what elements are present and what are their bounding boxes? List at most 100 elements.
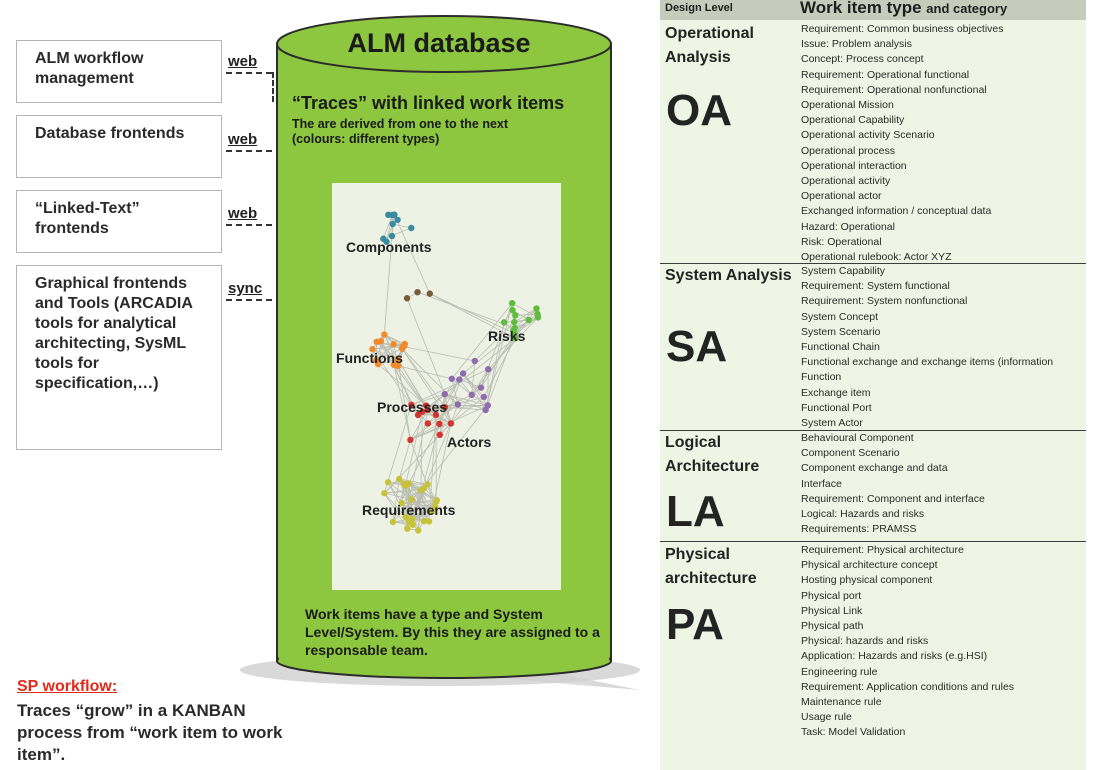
graph-node bbox=[420, 518, 428, 525]
section-divider bbox=[660, 430, 1086, 431]
graph-node bbox=[398, 499, 405, 507]
work-item-type: System Actor bbox=[801, 417, 863, 430]
header-work-item-type: Work item type and category bbox=[800, 0, 1007, 18]
graph-node bbox=[533, 305, 540, 312]
graph-edge bbox=[394, 214, 431, 294]
graph-edge bbox=[393, 364, 411, 440]
work-item-type: Operational activity bbox=[801, 175, 891, 188]
connector-line bbox=[226, 224, 272, 226]
graph-edge bbox=[372, 348, 398, 360]
work-item-type: Behavioural Component bbox=[801, 432, 914, 444]
work-item-type: Functional Chain bbox=[801, 341, 880, 354]
graph-node bbox=[432, 411, 440, 419]
graph-node bbox=[500, 319, 508, 326]
box-label: “Linked-Text” frontends bbox=[35, 200, 140, 237]
graph-node bbox=[385, 211, 392, 219]
graph-node bbox=[389, 518, 397, 526]
graph-edge bbox=[383, 492, 408, 529]
graph-node bbox=[408, 401, 415, 409]
graph-edge bbox=[480, 369, 489, 388]
graph-edge bbox=[406, 298, 446, 395]
graph-edge bbox=[444, 406, 486, 411]
graph-node bbox=[389, 220, 396, 228]
cylinder-top bbox=[276, 15, 612, 73]
graph-node bbox=[381, 489, 388, 497]
level-name: Logical Architecture bbox=[665, 434, 760, 475]
graph-edge bbox=[485, 322, 505, 411]
work-item-type: Physical port bbox=[801, 589, 862, 602]
work-item-type: Concept: Process concept bbox=[801, 53, 924, 66]
graph-edge bbox=[487, 317, 539, 370]
graph-edge bbox=[511, 302, 539, 318]
graph-node bbox=[369, 345, 376, 353]
graph-node bbox=[525, 316, 532, 324]
graph-edge bbox=[429, 293, 516, 339]
connector-web-2: web bbox=[228, 131, 258, 148]
graph-edge bbox=[420, 411, 423, 491]
graph-node bbox=[508, 299, 516, 307]
graph-node bbox=[482, 406, 489, 414]
section-divider bbox=[660, 263, 1086, 264]
graph-node bbox=[447, 420, 455, 427]
graph-node bbox=[373, 338, 380, 346]
graph-node bbox=[402, 513, 409, 521]
work-item-type: Interface bbox=[801, 477, 842, 490]
graph-edge bbox=[411, 404, 452, 424]
graph-edge bbox=[408, 423, 440, 484]
graph-label-components: Components bbox=[346, 239, 432, 255]
graph-node bbox=[456, 376, 463, 383]
graph-node bbox=[381, 331, 388, 338]
graph-edge bbox=[393, 364, 412, 405]
graph-node bbox=[432, 503, 439, 510]
graph-node bbox=[396, 475, 403, 483]
work-item-type: Requirement: Physical architecture bbox=[801, 544, 964, 556]
work-item-type: Hazard: Operational bbox=[801, 220, 895, 233]
graph-node bbox=[414, 288, 421, 296]
graph-node bbox=[441, 404, 449, 411]
graph-node bbox=[477, 384, 485, 391]
work-item-type: Maintenance rule bbox=[801, 696, 882, 709]
work-item-type: Engineering rule bbox=[801, 665, 878, 678]
graph-edge bbox=[403, 346, 475, 362]
graph-edge bbox=[399, 478, 428, 485]
work-item-type: Requirements: PRAMSS bbox=[801, 523, 917, 536]
graph-edge bbox=[383, 404, 412, 494]
graph-node bbox=[534, 314, 542, 321]
box-alm-workflow: ALM workflow management bbox=[16, 40, 222, 103]
graph-edge bbox=[431, 423, 452, 512]
work-item-type: Requirement: Common business objectives bbox=[801, 23, 1004, 35]
level-name: Physical architecture bbox=[665, 546, 757, 587]
graph-label-actors: Actors bbox=[447, 434, 492, 450]
graph-edge bbox=[382, 214, 393, 239]
graph-edge bbox=[444, 393, 488, 406]
sp-workflow-title: SP workflow: bbox=[17, 678, 118, 695]
box-label: Database frontends bbox=[35, 125, 185, 142]
work-item-type: Operational Mission bbox=[801, 99, 894, 112]
work-item-type: System Concept bbox=[801, 310, 879, 323]
graph-node bbox=[380, 235, 387, 242]
work-item-type: Functional Port bbox=[801, 401, 872, 414]
work-item-type: Requirement: System nonfunctional bbox=[801, 295, 968, 308]
work-item-type: Exchanged information / conceptual data bbox=[801, 205, 992, 218]
header-type-suffix: and category bbox=[926, 1, 1008, 16]
header-design-level: Design Level bbox=[665, 2, 733, 14]
graph-edge bbox=[427, 409, 452, 424]
graph-node bbox=[454, 401, 462, 408]
work-item-type: Operational activity Scenario bbox=[801, 129, 935, 142]
graph-edge bbox=[459, 379, 473, 396]
graph-edge bbox=[404, 485, 413, 519]
graph-edge bbox=[410, 404, 459, 441]
graph-node bbox=[390, 340, 397, 348]
graph-node bbox=[468, 391, 475, 399]
graph-edge bbox=[384, 478, 400, 494]
graph-node bbox=[373, 356, 380, 364]
graph-node bbox=[459, 370, 467, 377]
graph-node bbox=[512, 334, 519, 342]
graph-node bbox=[448, 375, 456, 382]
graph-edge bbox=[410, 423, 440, 441]
graph-edge bbox=[444, 394, 472, 408]
level-name: Operational Analysis bbox=[665, 25, 754, 66]
graph-node bbox=[403, 295, 411, 302]
